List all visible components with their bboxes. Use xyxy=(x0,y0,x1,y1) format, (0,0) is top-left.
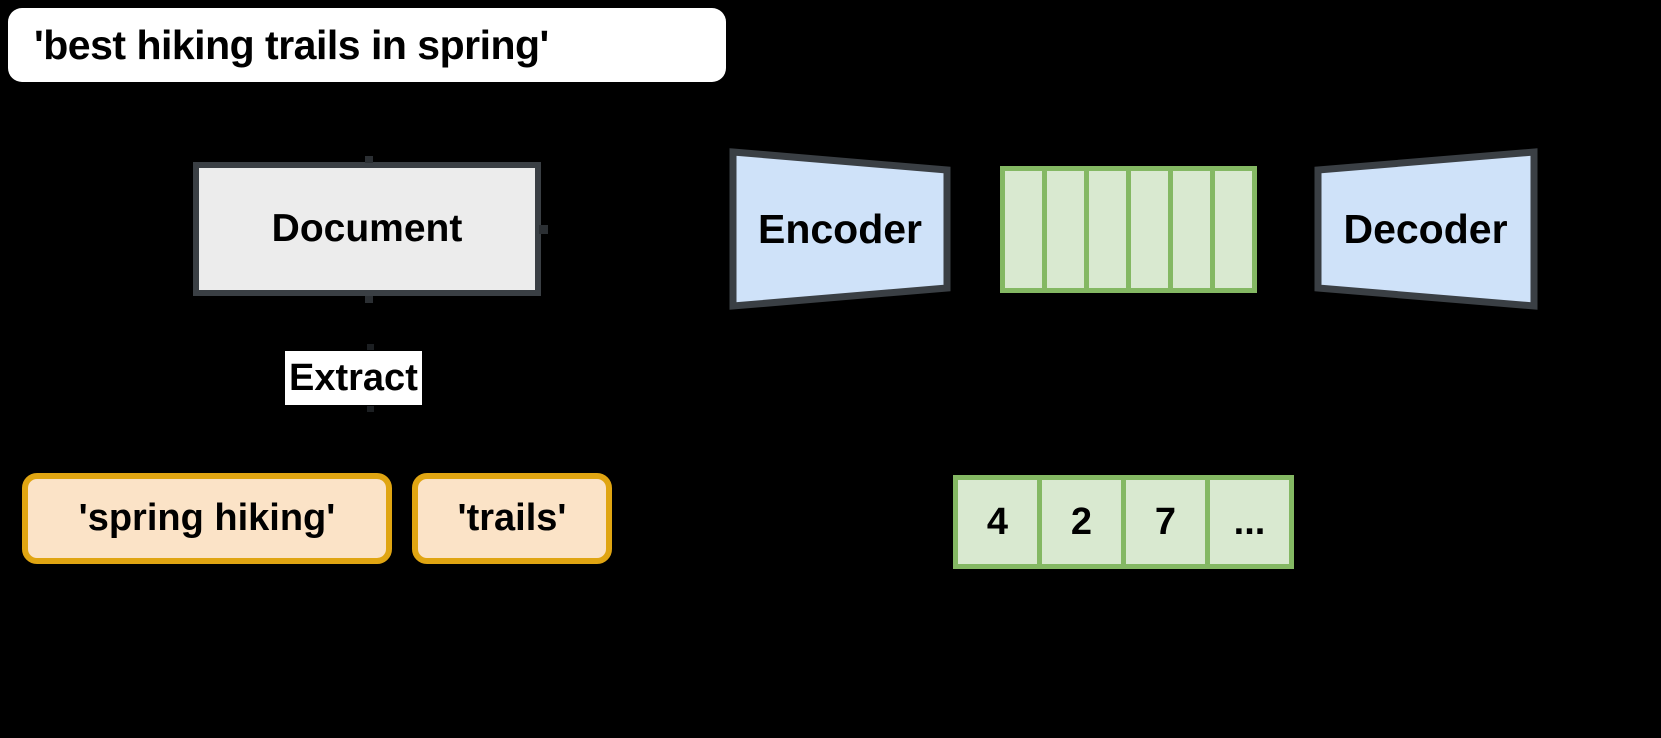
decoder-label: Decoder xyxy=(1343,205,1508,252)
keyword-pill-label: 'spring hiking' xyxy=(78,497,336,539)
token-id-value: 7 xyxy=(1154,501,1177,543)
embedding-cell xyxy=(1005,171,1042,288)
document-label: Document xyxy=(271,207,463,250)
document-right-connector xyxy=(539,225,548,234)
extract-top-tick xyxy=(367,344,374,350)
decoder-trapezoid-icon xyxy=(1314,148,1538,310)
embedding-cell xyxy=(1215,171,1252,288)
encoder-shape: Encoder xyxy=(729,148,951,310)
decoder-shape: Decoder xyxy=(1313,148,1538,310)
embedding-cell xyxy=(1089,171,1126,288)
token-id-value: 2 xyxy=(1070,501,1093,543)
token-id-value: 4 xyxy=(986,501,1009,543)
document-box: Document xyxy=(193,162,541,296)
query-bubble: 'best hiking trails in spring' xyxy=(8,8,726,82)
document-top-connector xyxy=(365,156,373,163)
extract-label-text: Extract xyxy=(289,357,418,399)
token-id-cell: 2 xyxy=(1042,480,1121,564)
encoder-trapezoid-icon xyxy=(729,148,951,310)
token-id-cell: ... xyxy=(1210,480,1289,564)
encoder-label: Encoder xyxy=(757,205,923,252)
token-id-value: ... xyxy=(1233,501,1266,543)
token-id-cell: 4 xyxy=(958,480,1037,564)
token-id-row: 4 2 7 ... xyxy=(953,475,1294,569)
document-bottom-connector xyxy=(365,296,373,303)
embedding-strip xyxy=(1000,166,1257,293)
query-text: 'best hiking trails in spring' xyxy=(34,21,549,68)
extract-label: Extract xyxy=(285,351,422,405)
extract-bottom-tick xyxy=(367,406,374,412)
embedding-cell xyxy=(1131,171,1168,288)
keyword-pill: 'spring hiking' xyxy=(22,473,392,564)
embedding-cell xyxy=(1047,171,1084,288)
keyword-pill-label: 'trails' xyxy=(457,497,567,539)
embedding-cell xyxy=(1173,171,1210,288)
token-id-cell: 7 xyxy=(1126,480,1205,564)
keyword-pill: 'trails' xyxy=(412,473,612,564)
